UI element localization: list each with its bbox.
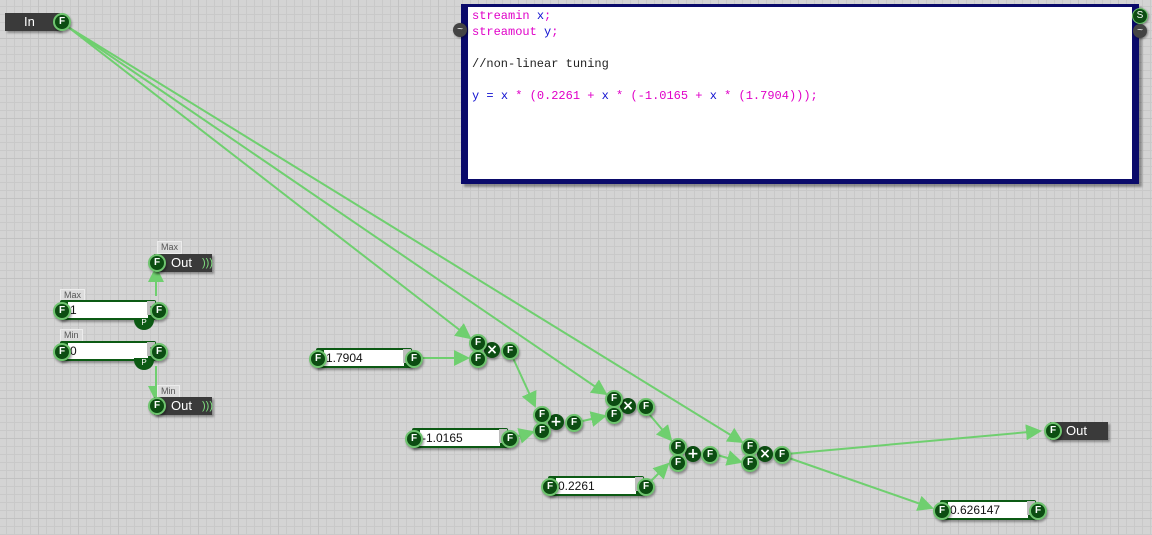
const-a-out-pin[interactable]: F [405, 350, 423, 368]
const-c-box[interactable]: 0.2261 ↕ [548, 476, 644, 496]
stream-pin-icon[interactable]: S [1132, 8, 1148, 24]
const-b-out-pin[interactable]: F [501, 430, 519, 448]
const-c-out-pin[interactable]: F [637, 478, 655, 496]
code-line: streamin x; [472, 9, 552, 23]
input-float-pin[interactable]: F [53, 13, 71, 31]
const-c-field[interactable]: 0.2261 [556, 478, 636, 494]
add2-in-b[interactable]: F [669, 454, 687, 472]
result-box[interactable]: 0.626147 ↕ [940, 500, 1036, 520]
wave-output-icon[interactable]: ~ [1133, 24, 1147, 38]
min-value-field[interactable]: 0 [68, 343, 148, 359]
signal-icon: ))) [202, 257, 213, 269]
add1-in-b[interactable]: F [533, 422, 551, 440]
mult3-out[interactable]: F [773, 446, 791, 464]
max-out-tag: Max [157, 241, 183, 254]
signal-icon: ))) [202, 400, 213, 412]
input-node-label: In [24, 14, 35, 29]
code-editor[interactable]: streamin x; streamout y; //non-linear tun… [468, 7, 1132, 179]
mult2-in-b[interactable]: F [605, 406, 623, 424]
code-line: //non-linear tuning [472, 57, 609, 71]
multiply-icon: × [757, 446, 773, 462]
mult1-in-b[interactable]: F [469, 350, 487, 368]
code-line: y = x * (0.2261 + x * (-1.0165 + x * (1.… [472, 89, 818, 103]
const-a-field[interactable]: 1.7904 [324, 350, 404, 366]
const-b-field[interactable]: -1.0165 [420, 430, 500, 446]
min-p-tab[interactable]: P [134, 358, 154, 370]
const-a-box[interactable]: 1.7904 ↕ [316, 348, 412, 368]
input-node-in[interactable]: In [5, 13, 60, 31]
min-in-pin[interactable]: F [53, 343, 71, 361]
max-p-tab[interactable]: P [134, 318, 154, 330]
output-node-label: Out [1066, 423, 1087, 438]
mult1-out[interactable]: F [501, 342, 519, 360]
mult2-out[interactable]: F [637, 398, 655, 416]
min-out-node[interactable]: Out ))) [154, 397, 213, 415]
max-out-label: Out [171, 255, 192, 270]
min-out-pin-right[interactable]: F [150, 343, 168, 361]
max-in-pin[interactable]: F [53, 302, 71, 320]
add-icon: + [685, 446, 701, 462]
min-out-tag: Min [157, 385, 180, 398]
output-in-pin[interactable]: F [1044, 422, 1062, 440]
code-line [472, 72, 1128, 88]
max-out-pin-right[interactable]: F [150, 302, 168, 320]
wave-input-icon[interactable]: ~ [453, 23, 467, 37]
code-editor-panel[interactable]: streamin x; streamout y; //non-linear tun… [461, 4, 1139, 184]
output-node[interactable]: Out [1050, 422, 1108, 440]
const-b-box[interactable]: -1.0165 ↕ [412, 428, 508, 448]
mult3-in-b[interactable]: F [741, 454, 759, 472]
result-field[interactable]: 0.626147 [948, 502, 1028, 518]
code-line [472, 40, 1128, 56]
result-in-pin[interactable]: F [933, 502, 951, 520]
add2-out[interactable]: F [701, 446, 719, 464]
max-value-field[interactable]: 1 [68, 302, 148, 318]
const-c-in-pin[interactable]: F [541, 478, 559, 496]
min-out-pin[interactable]: F [148, 397, 166, 415]
max-number-box[interactable]: 1 ↕ [60, 300, 156, 320]
add1-out[interactable]: F [565, 414, 583, 432]
min-out-label: Out [171, 398, 192, 413]
const-b-in-pin[interactable]: F [405, 430, 423, 448]
code-line: streamout y; [472, 25, 559, 39]
const-a-in-pin[interactable]: F [309, 350, 327, 368]
max-out-node[interactable]: Out ))) [154, 254, 213, 272]
max-out-pin[interactable]: F [148, 254, 166, 272]
result-out-pin[interactable]: F [1029, 502, 1047, 520]
